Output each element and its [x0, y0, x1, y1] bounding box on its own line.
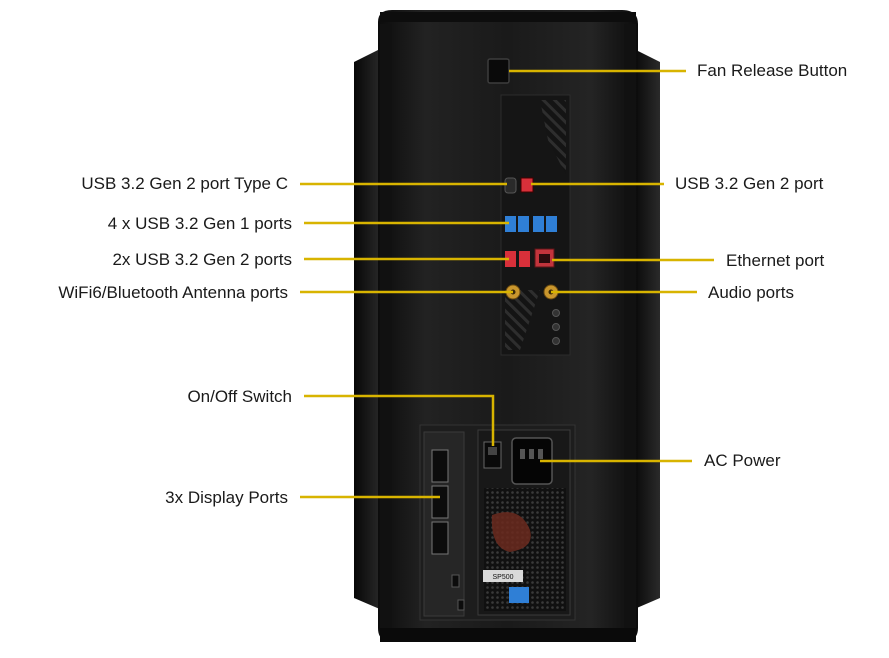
case-top-vent — [380, 12, 636, 22]
display-port — [431, 521, 449, 555]
audio-port — [552, 323, 560, 331]
usb-gen2-port — [519, 251, 530, 267]
display-port — [431, 449, 449, 483]
label-antenna: WiFi6/Bluetooth Antenna ports — [58, 283, 288, 302]
usb-gen1-port — [505, 216, 516, 232]
case-left-edge — [380, 24, 392, 628]
case-right-edge — [624, 24, 636, 628]
label-usb-gen2: 2x USB 3.2 Gen 2 ports — [112, 250, 292, 269]
label-usb-gen1: 4 x USB 3.2 Gen 1 ports — [107, 214, 292, 233]
label-fan-release: Fan Release Button — [697, 61, 848, 80]
usb-gen1-port — [546, 216, 557, 232]
case-bottom-foot — [380, 628, 636, 642]
usb-gen1-port — [518, 216, 529, 232]
usb-gen1-port — [533, 216, 544, 232]
audio-port — [552, 337, 560, 345]
label-usb-right: USB 3.2 Gen 2 port — [675, 174, 824, 193]
label-display: 3x Display Ports — [165, 488, 288, 507]
display-port — [431, 485, 449, 519]
label-ac-power: AC Power — [704, 451, 781, 470]
leader-onoff — [304, 394, 495, 446]
psu-sticker — [483, 570, 523, 582]
psu-blue-sticker — [509, 587, 529, 603]
usb-typec-port — [504, 177, 517, 194]
fan-release-button — [487, 58, 510, 84]
left-side-fin — [354, 48, 382, 610]
io-panel-graphic — [540, 100, 566, 175]
label-audio: Audio ports — [708, 283, 794, 302]
right-side-fin — [632, 48, 660, 610]
label-onoff: On/Off Switch — [187, 387, 292, 406]
label-usb-typec: USB 3.2 Gen 2 port Type C — [81, 174, 288, 193]
usb-gen2-port — [505, 251, 516, 267]
audio-port — [552, 309, 560, 317]
io-panel-graphic-lower — [505, 290, 540, 350]
psu-fan-hub — [491, 512, 531, 552]
leader-lines — [300, 69, 714, 499]
psu-label: SP500 — [492, 574, 513, 581]
label-ethernet: Ethernet port — [726, 251, 825, 270]
